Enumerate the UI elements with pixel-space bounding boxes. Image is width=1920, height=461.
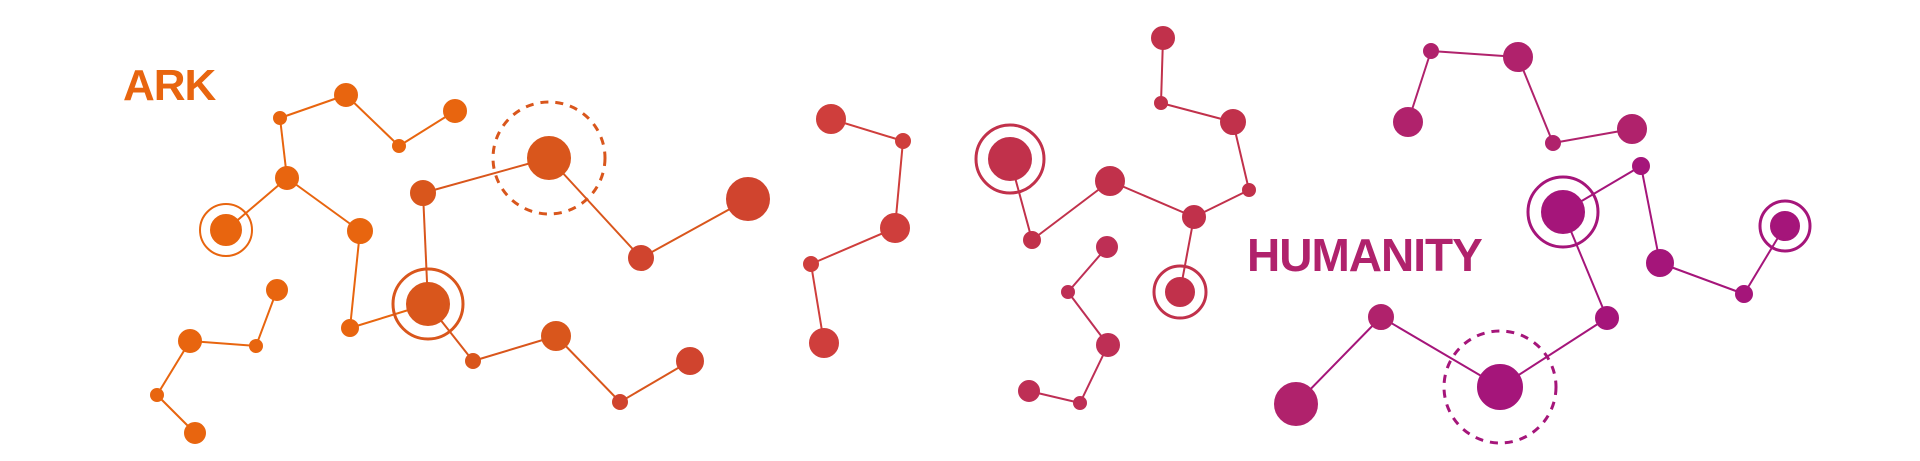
node <box>1061 285 1075 299</box>
node <box>1154 96 1168 110</box>
node <box>410 180 436 206</box>
humanity-label: HUMANITY <box>1247 229 1482 281</box>
node <box>988 137 1032 181</box>
node <box>1095 166 1125 196</box>
node <box>1541 190 1585 234</box>
node-ring <box>391 267 465 341</box>
node <box>1018 380 1040 402</box>
node <box>1096 236 1118 258</box>
node <box>1220 109 1246 135</box>
node-ring <box>1526 175 1600 249</box>
node <box>1632 157 1650 175</box>
cluster-red-chain <box>803 104 911 358</box>
cluster-purple <box>1274 157 1812 445</box>
node <box>1274 382 1318 426</box>
node <box>1423 43 1439 59</box>
node <box>1595 306 1619 330</box>
node <box>628 245 654 271</box>
node <box>347 218 373 244</box>
node <box>334 83 358 107</box>
node <box>341 319 359 337</box>
node <box>249 339 263 353</box>
ark-label: ARK <box>123 61 217 110</box>
node <box>1617 114 1647 144</box>
node <box>275 166 299 190</box>
node <box>1242 183 1256 197</box>
node <box>1096 333 1120 357</box>
node <box>612 394 628 410</box>
node <box>210 214 242 246</box>
node-ring <box>199 203 253 257</box>
node <box>1503 42 1533 72</box>
cluster-crimson <box>974 26 1256 320</box>
node <box>676 347 704 375</box>
cluster-orange-bottom <box>150 279 288 444</box>
cluster-crimson-lower <box>1018 236 1120 410</box>
cluster-orange-center <box>391 100 770 410</box>
node <box>178 329 202 353</box>
node <box>1735 285 1753 303</box>
node-dashed-ring <box>491 100 607 216</box>
node <box>184 422 206 444</box>
node <box>880 213 910 243</box>
node-ring <box>974 123 1046 195</box>
node-ring <box>1758 199 1812 253</box>
node <box>1545 135 1561 151</box>
node <box>1182 205 1206 229</box>
node <box>273 111 287 125</box>
node <box>150 388 164 402</box>
node <box>443 99 467 123</box>
node <box>1393 107 1423 137</box>
node-dashed-ring <box>1442 329 1558 445</box>
node <box>1477 364 1523 410</box>
node <box>1023 231 1041 249</box>
node <box>1646 249 1674 277</box>
cluster-magenta-top <box>1393 42 1647 151</box>
node <box>1073 396 1087 410</box>
node <box>1151 26 1175 50</box>
node <box>895 133 911 149</box>
node <box>726 177 770 221</box>
node <box>1368 304 1394 330</box>
node <box>1770 211 1800 241</box>
node <box>527 136 571 180</box>
node <box>392 139 406 153</box>
node <box>1165 277 1195 307</box>
node <box>541 321 571 351</box>
node-ring <box>1152 264 1208 320</box>
node <box>809 328 839 358</box>
node <box>816 104 846 134</box>
cluster-orange-top <box>199 83 467 337</box>
node <box>465 353 481 369</box>
node <box>803 256 819 272</box>
node <box>266 279 288 301</box>
node <box>406 282 450 326</box>
